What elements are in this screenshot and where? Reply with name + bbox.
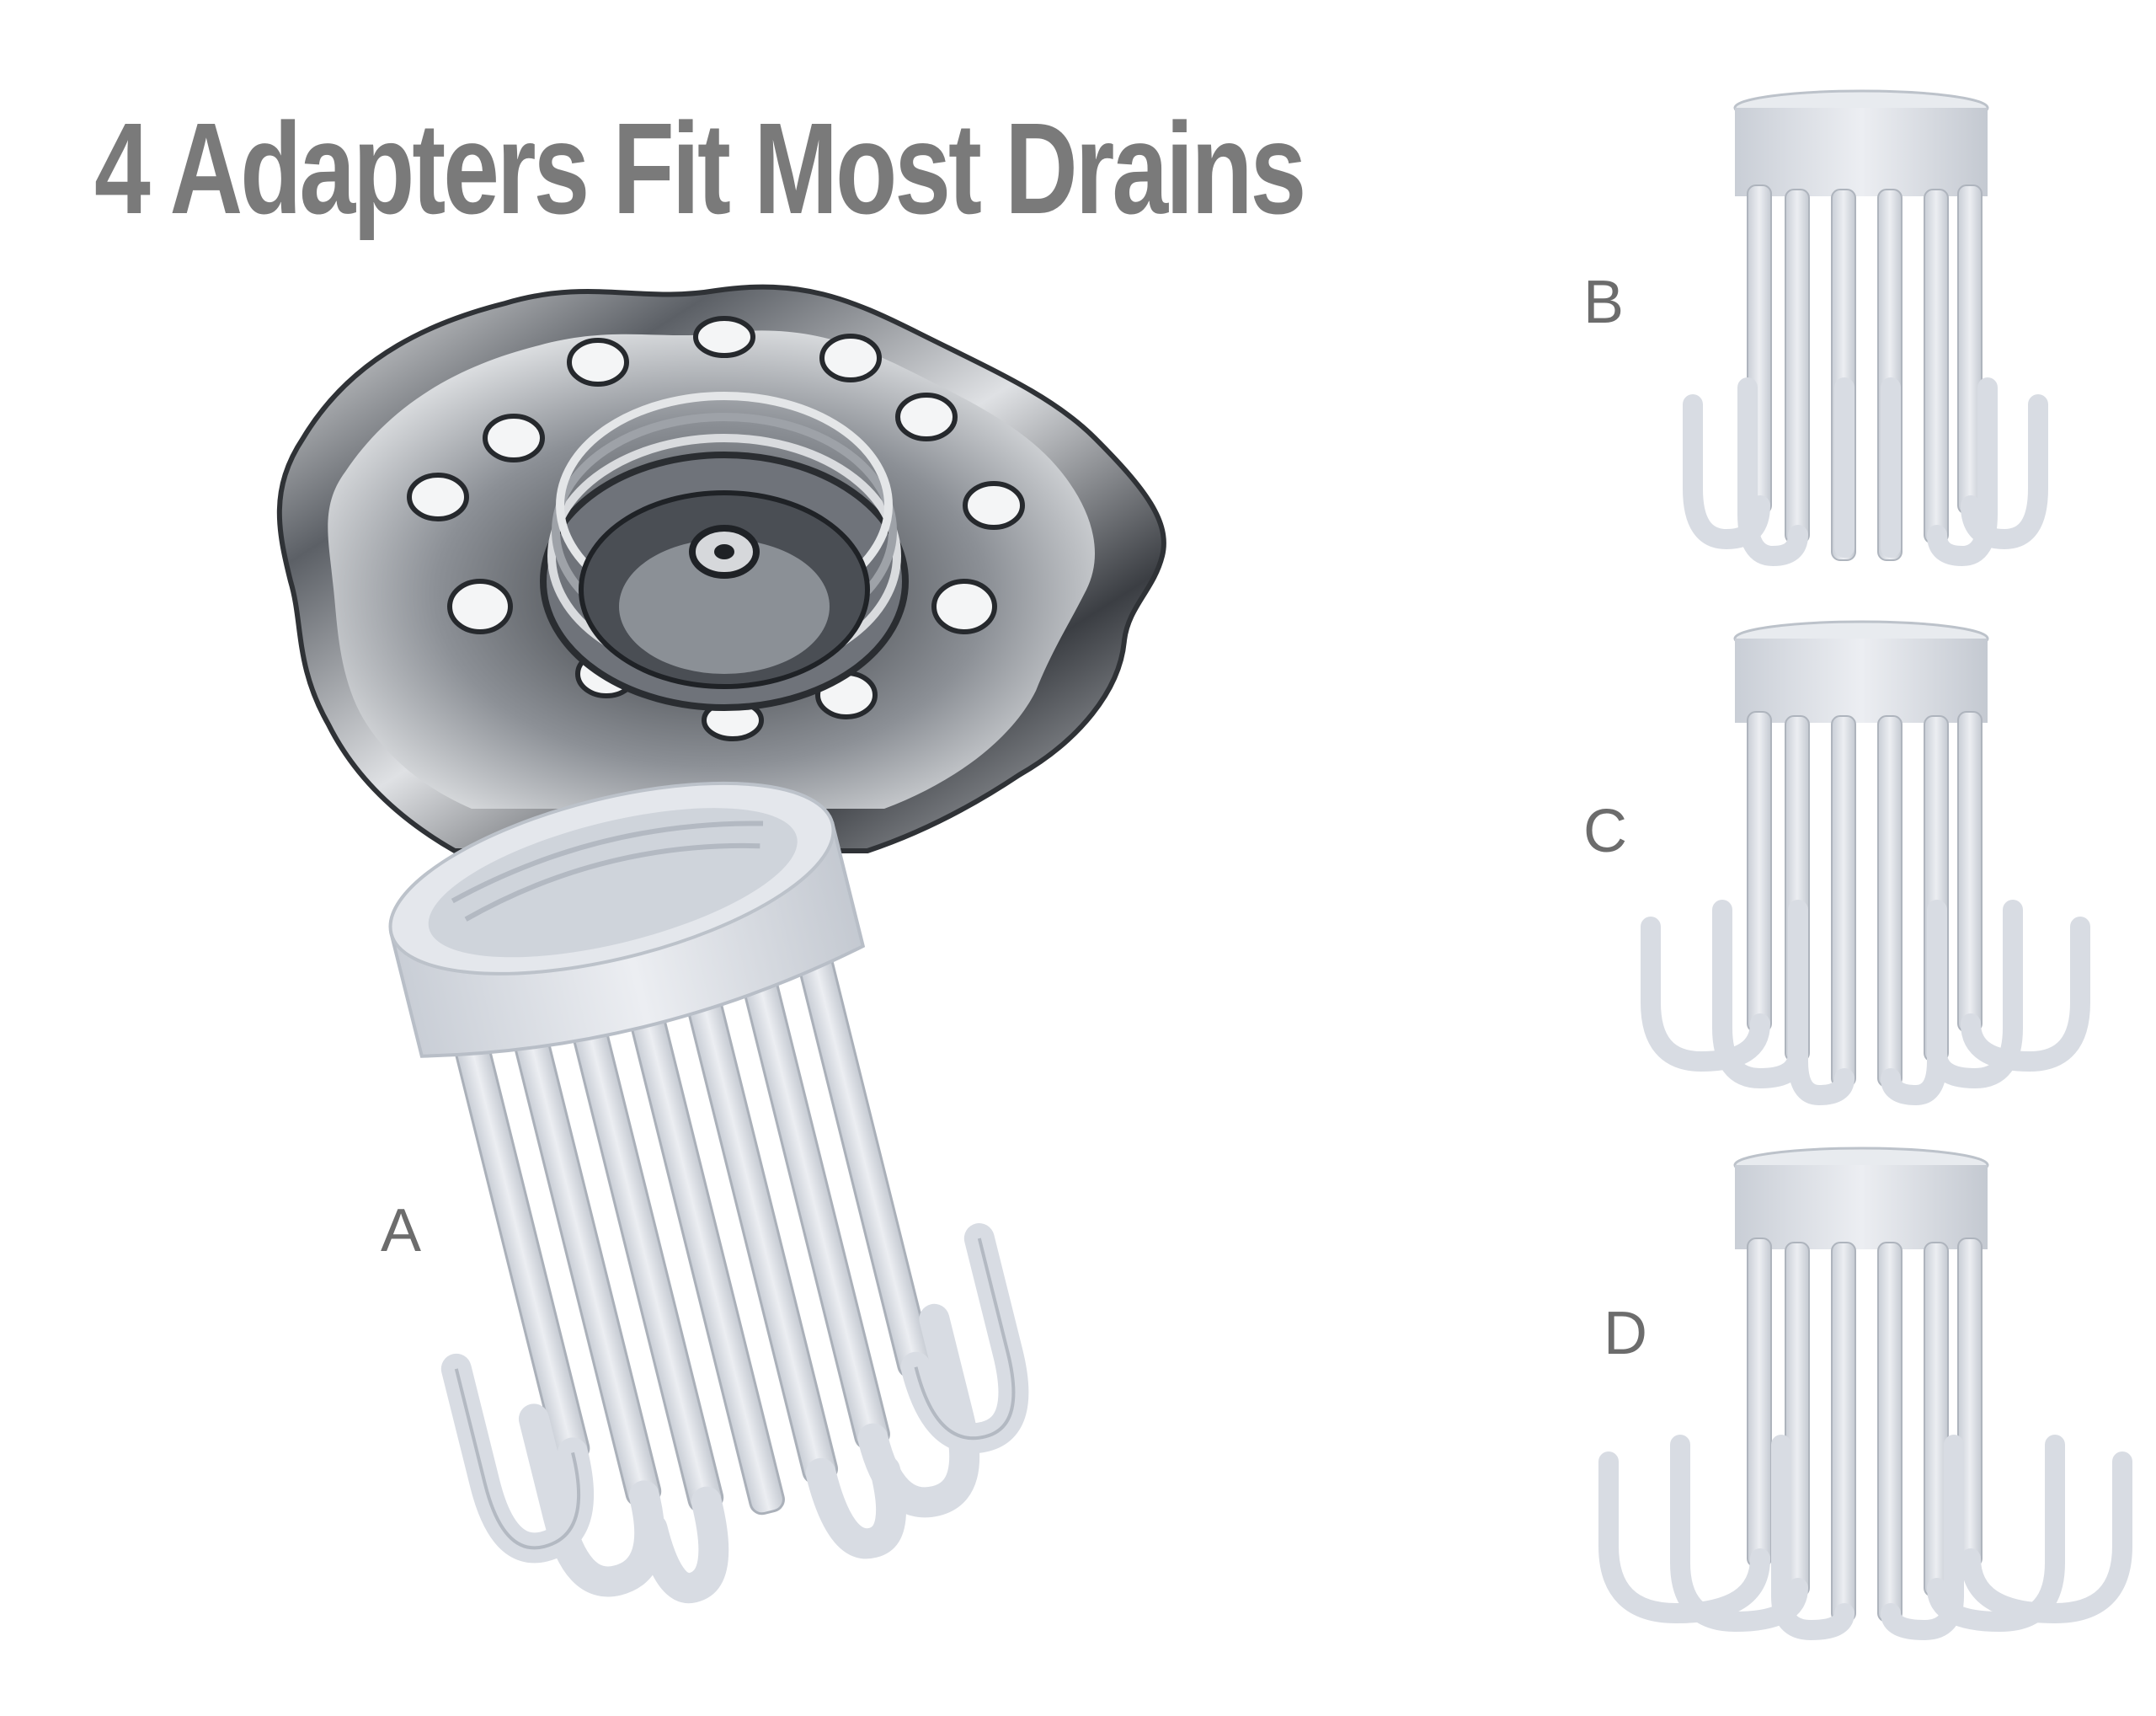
label-a: A (381, 1197, 422, 1264)
adapter-c (1641, 620, 2090, 1106)
label-b: B (1583, 269, 1625, 336)
adapter-a (388, 781, 1029, 1604)
adapter-b (1683, 89, 2048, 567)
label-c: C (1583, 798, 1627, 865)
drain-cover (276, 284, 1166, 853)
threaded-neck (540, 392, 909, 711)
label-d: D (1604, 1300, 1647, 1367)
headline: 4 Adapters Fit Most Drains (94, 96, 1306, 241)
adapter-d (1598, 1147, 2132, 1641)
